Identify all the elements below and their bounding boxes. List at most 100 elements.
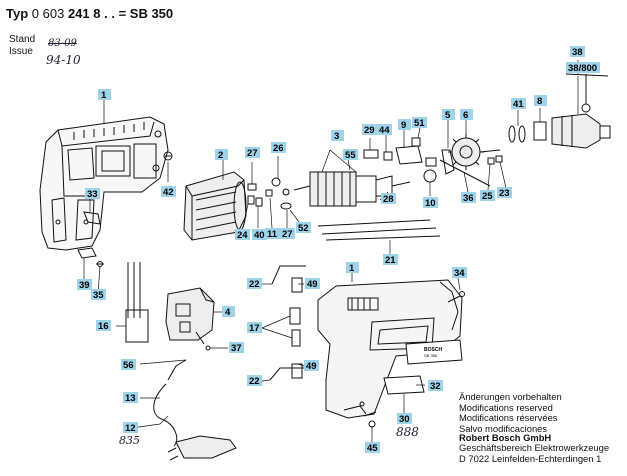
modification-notes: Änderungen vorbehalten Modifications res…: [459, 391, 562, 434]
callout-tag: [247, 278, 262, 289]
callout-tag: [534, 95, 547, 106]
callout-44: 44: [379, 125, 390, 136]
callout-tag: [343, 149, 358, 160]
stand-label: Stand: [9, 34, 36, 45]
callout-56: 56: [123, 360, 134, 371]
type-number-bold: 241: [67, 6, 90, 21]
callout-4: 4: [225, 307, 231, 318]
callout-13: 13: [125, 393, 136, 404]
callout-21: 21: [385, 255, 396, 266]
callout-26: 26: [273, 143, 284, 154]
callout-tag: [229, 342, 244, 353]
callout-8: 8: [537, 96, 542, 107]
callout-tag: [215, 149, 228, 160]
document-title: Typ 0 603 241 8 . . = SB 350: [6, 6, 173, 21]
callout-23: 23: [499, 188, 510, 199]
callout-16: 16: [98, 321, 109, 332]
callout-tag: [252, 229, 267, 240]
callout-tag: [296, 222, 311, 233]
callout-25: 25: [482, 191, 493, 202]
callout-tag: [423, 197, 438, 208]
callout-6: 6: [463, 110, 468, 121]
callout-tag: [305, 278, 320, 289]
callout-tag: [77, 279, 92, 290]
callout-tag: [381, 193, 396, 204]
callout-tag: [480, 190, 495, 201]
callout-9: 9: [401, 120, 406, 131]
callout-tag: [383, 254, 398, 265]
callout-tag: [247, 375, 262, 386]
callout-27-bottom: 27: [282, 229, 293, 240]
callout-34: 34: [454, 268, 465, 279]
callout-tag: [85, 188, 100, 199]
callout-tag: [398, 119, 411, 130]
trigger-switch-drawing: [165, 287, 215, 351]
callout-tag: [280, 228, 295, 239]
callout-tag: [235, 229, 250, 240]
handwritten-code-30: 888: [396, 425, 419, 439]
callout-45: 45: [367, 443, 378, 454]
callout-tag: [271, 142, 286, 153]
callout-tag: [96, 320, 111, 331]
typ-label: Typ: [6, 6, 29, 21]
callout-tags: 1 2 3 4 5 6 8 9 10 11 12 13 16 17 21 22 …: [77, 46, 600, 454]
callout-49-bottom: 49: [306, 361, 317, 372]
callout-tag: [123, 422, 138, 433]
callout-12: 12: [125, 423, 136, 434]
callout-tag: [304, 360, 319, 371]
callout-tag: [511, 98, 526, 109]
assembled-drill-drawing: [317, 279, 463, 419]
callout-37: 37: [231, 343, 242, 354]
callout-tag: [452, 267, 467, 278]
callout-tag: [331, 130, 344, 141]
callout-tag: [247, 322, 262, 333]
callout-1-bottom: 1: [349, 263, 355, 274]
address-line: Robert Bosch GmbH: [459, 432, 552, 443]
callout-tag: [460, 109, 473, 120]
callout-36: 36: [463, 193, 474, 204]
callout-tag: [121, 359, 136, 370]
callout-22-bottom: 22: [249, 376, 260, 387]
callout-17: 17: [249, 323, 260, 334]
callout-2: 2: [218, 150, 223, 161]
callout-42: 42: [163, 187, 174, 198]
address-line: D 7022 Leinfelden-Echterdingen 1: [459, 452, 602, 464]
nameplate-model: SB 350: [424, 353, 438, 358]
housing-half-drawing: [39, 116, 169, 251]
callout-38-800: 38/800: [568, 63, 597, 74]
stator-drawing: [183, 171, 247, 241]
callout-tag: [566, 62, 600, 73]
old-issue-date: 83-09: [48, 38, 77, 49]
callout-tag: [123, 392, 138, 403]
callout-tag: [91, 289, 106, 300]
callout-tag: [377, 124, 392, 135]
callout-33: 33: [87, 189, 98, 200]
note-line: Modifications reserved: [459, 401, 553, 413]
callout-22-top: 22: [249, 279, 260, 290]
callout-28: 28: [383, 194, 394, 205]
issue-label-text: Issue: [9, 46, 33, 57]
callout-3: 3: [334, 131, 339, 142]
armature-drawing: [293, 171, 411, 207]
callout-35: 35: [93, 290, 104, 301]
callout-tag: [461, 192, 476, 203]
callout-tag: [397, 413, 412, 424]
callout-29: 29: [364, 125, 375, 136]
callout-tag: [98, 89, 111, 100]
callout-tag: [346, 262, 359, 273]
callout-41: 41: [513, 99, 524, 110]
callout-27-top: 27: [247, 148, 258, 159]
callout-1-top: 1: [101, 90, 107, 101]
note-line: Änderungen vorbehalten: [459, 391, 562, 402]
note-line: Modifications réservées: [459, 412, 558, 424]
callout-5: 5: [445, 110, 451, 121]
callout-tag: [362, 124, 377, 135]
callout-tag: [365, 442, 380, 453]
handwritten-code-12: 835: [119, 434, 140, 447]
callout-39: 39: [79, 280, 90, 291]
callout-51: 51: [414, 118, 425, 129]
drill-chuck-drawing: [551, 73, 611, 149]
nameplate-brand: BOSCH: [424, 347, 442, 353]
callout-tag: [570, 46, 585, 57]
